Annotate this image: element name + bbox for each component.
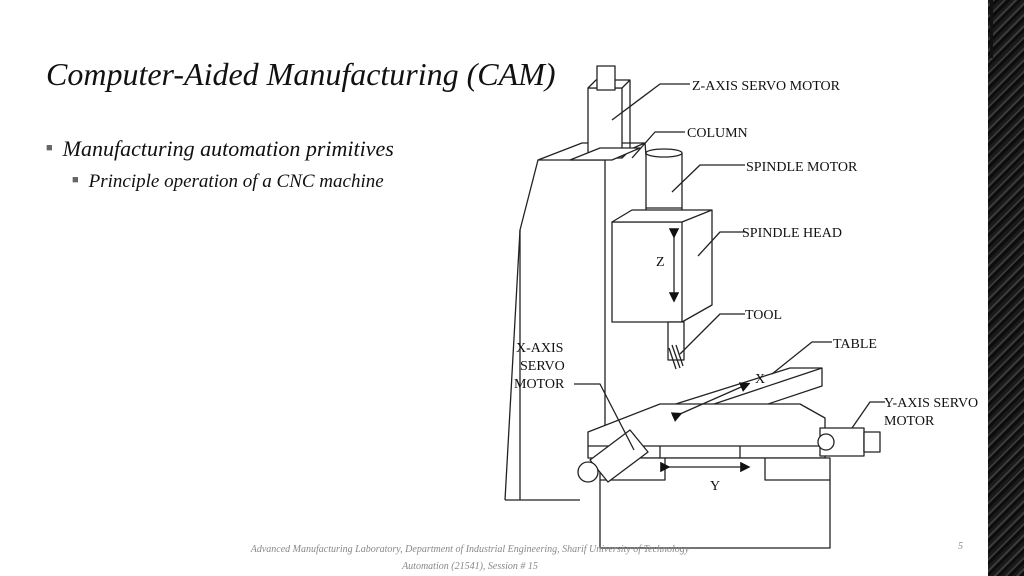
leader-x-servo <box>574 383 635 451</box>
x-servo-motor <box>589 429 649 483</box>
x-axis-arrow <box>670 382 751 422</box>
footer-line-2: Automation (21541), Session # 15 <box>402 561 538 572</box>
label-axis-y: Y <box>710 479 720 494</box>
cnc-machine-diagram: Z-AXIS SERVO MOTOR COLUMN SPINDLE MOTOR … <box>504 65 978 549</box>
slide-footer: Advanced Manufacturing Laboratory, Depar… <box>200 541 740 575</box>
decorative-edge <box>988 0 1024 576</box>
leader-table <box>771 341 832 375</box>
label-axis-x: X <box>755 372 765 387</box>
label-axis-z: Z <box>656 255 665 270</box>
label-spindle-head: SPINDLE HEAD <box>742 226 842 241</box>
label-y-axis-servo-motor-line1: Y-AXIS SERVO <box>884 396 978 411</box>
label-z-axis-servo-motor: Z-AXIS SERVO MOTOR <box>692 79 841 94</box>
label-y-axis-servo-motor-line2: MOTOR <box>884 414 935 429</box>
leader-spindle-motor <box>671 164 745 193</box>
page-number: 5 <box>958 541 963 552</box>
tool <box>667 321 685 361</box>
label-x-axis-servo-motor-line3: MOTOR <box>514 377 565 392</box>
bullet-text: Principle operation of a CNC machine <box>88 171 384 192</box>
label-tool: TOOL <box>745 308 782 323</box>
bullet-level-1: ■ Manufacturing automation primitives <box>46 136 394 162</box>
bullet-level-2: ■ Principle operation of a CNC machine <box>72 171 384 193</box>
base <box>599 457 831 549</box>
leader-column <box>631 131 685 159</box>
column-left-edge <box>504 159 539 501</box>
leader-y-servo <box>851 401 885 429</box>
leader-tool <box>679 313 745 355</box>
bullet-marker-icon: ■ <box>72 173 79 186</box>
slide-title: Computer-Aided Manufacturing (CAM) <box>46 56 556 92</box>
label-spindle-motor: SPINDLE MOTOR <box>746 160 858 175</box>
label-x-axis-servo-motor-line2: SERVO <box>520 359 565 374</box>
bullet-text: Manufacturing automation primitives <box>62 136 394 161</box>
label-table: TABLE <box>833 337 877 352</box>
footer-line-1: Advanced Manufacturing Laboratory, Depar… <box>250 544 690 555</box>
leader-spindle-head <box>697 231 745 257</box>
label-column: COLUMN <box>687 126 748 141</box>
label-x-axis-servo-motor-line1: X-AXIS <box>516 341 563 356</box>
spindle-head <box>611 221 683 323</box>
saddle <box>587 403 826 459</box>
bullet-marker-icon: ■ <box>46 141 53 154</box>
spindle-motor <box>645 152 683 212</box>
decorative-edge-line <box>990 0 993 58</box>
leader-z-servo <box>611 83 690 121</box>
